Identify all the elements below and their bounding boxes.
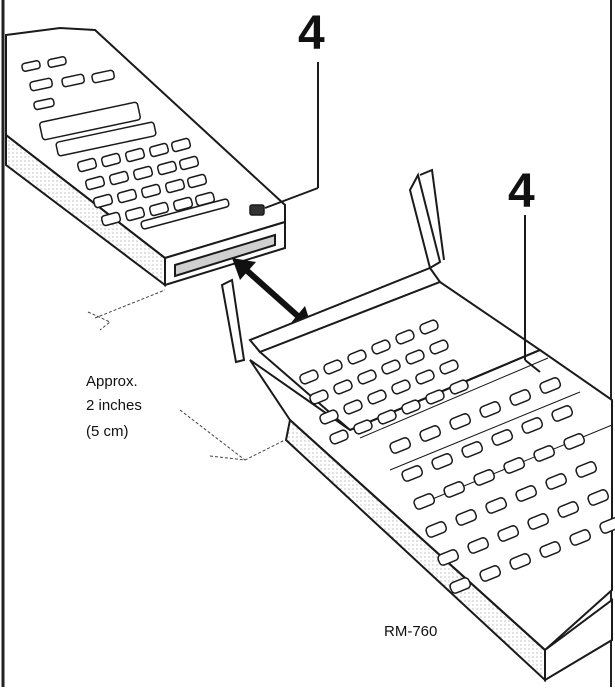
distance-label-line2: 2 inches bbox=[86, 397, 142, 414]
learning-remote-rm760-icon bbox=[220, 168, 615, 683]
distance-label-line3: (5 cm) bbox=[86, 423, 129, 440]
distance-label-line1: Approx. bbox=[86, 373, 138, 390]
model-label: RM-760 bbox=[384, 623, 438, 640]
distance-dimension bbox=[87, 289, 286, 461]
step-number-top: 4 bbox=[298, 7, 325, 60]
left-remote-icon bbox=[5, 26, 286, 288]
step-number-right: 4 bbox=[508, 165, 535, 218]
leader-line-right-end bbox=[524, 359, 541, 373]
leader-line-top-end bbox=[264, 187, 319, 209]
